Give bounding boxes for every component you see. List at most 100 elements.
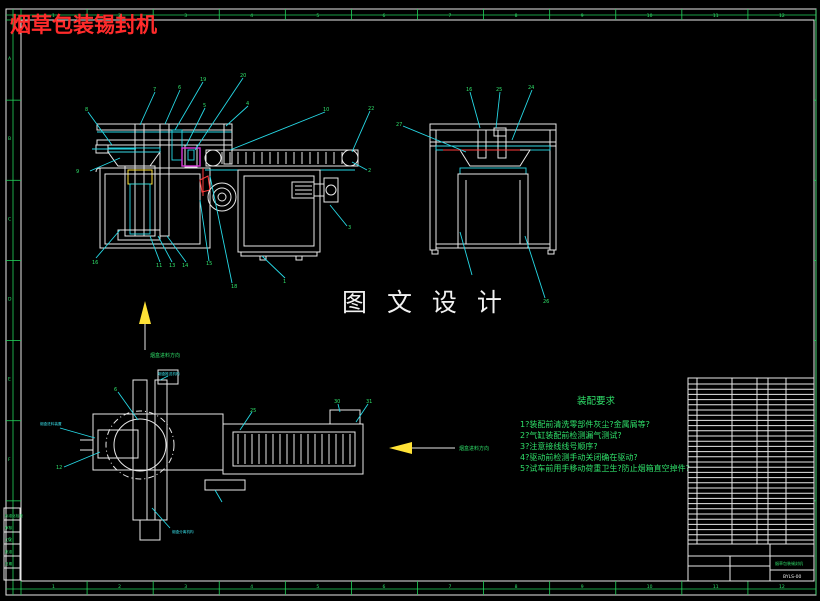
side-view-leaders <box>402 89 546 299</box>
ruler-number-bottom: 10 <box>647 584 653 590</box>
plan-view-leaders <box>59 375 369 529</box>
ruler-number-bottom: 6 <box>382 584 385 590</box>
right-ruler <box>814 19 816 502</box>
assembly-heading: 装配要求 <box>577 395 616 407</box>
balloon-side-3: 27 <box>396 122 402 128</box>
ruler-letter-left: F <box>8 457 11 463</box>
approval-label-1: 审核 <box>5 525 13 530</box>
parts-list <box>687 377 815 545</box>
balloon-front-7: 10 <box>323 107 329 113</box>
side-view <box>429 123 557 255</box>
left-ruler <box>6 19 21 502</box>
balloon-plan-4: 31 <box>366 399 372 405</box>
balloon-front-12: 16 <box>92 260 98 266</box>
ruler-letter-left: A <box>8 56 12 62</box>
balloon-front-18: 1 <box>283 279 286 285</box>
approval-label-0: 标准化检查 <box>5 513 23 518</box>
approval-label-3: 批准 <box>5 549 13 554</box>
assembly-item-0: 1?装配前清洗零部件灰尘?金属屑等? <box>520 419 650 429</box>
tag-push-mechanism: 烟盒推送机构 <box>158 371 180 376</box>
ruler-number-top: 2 <box>118 13 121 19</box>
plan-conveyor-slats <box>237 434 351 464</box>
ruler-letter-left: G <box>8 537 12 543</box>
balloon-plan-1: 12 <box>56 465 62 471</box>
assembly-item-2: 3?注意接线线号顺序? <box>520 441 598 451</box>
balloon-front-0: 8 <box>85 107 88 113</box>
balloon-front-5: 5 <box>203 103 206 109</box>
ruler-number-bottom: 11 <box>713 584 719 590</box>
approval-label-2: 工艺 <box>5 537 13 542</box>
title-block: 烟草包装锡封机 BYLS-00 <box>687 543 815 582</box>
ruler-number-top: 12 <box>779 13 785 19</box>
plan-view-balloons: 6 12 25 30 31 <box>56 387 372 471</box>
bottom-ruler <box>20 581 749 595</box>
top-ruler <box>20 9 749 20</box>
balloon-front-1: 7 <box>153 87 156 93</box>
feed-direction-arrow-vertical: 烟盒进料方向 <box>139 301 180 359</box>
ruler-number-bottom: 12 <box>779 584 785 590</box>
ruler-number-top: 3 <box>184 13 187 19</box>
approval-block: 标准化检查 审核 工艺 批准 日期 <box>3 507 23 581</box>
ruler-number-top: 7 <box>449 13 452 19</box>
ruler-letter-left: E <box>8 377 11 383</box>
balloon-plan-2: 25 <box>250 408 256 414</box>
balloon-front-15: 14 <box>182 263 188 269</box>
balloon-front-8: 22 <box>368 106 374 112</box>
balloon-side-2: 24 <box>528 85 534 91</box>
feed-direction-label-horizontal: 烟盒进料方向 <box>459 445 489 452</box>
side-view-balloons: 16 25 24 27 26 <box>396 85 549 305</box>
balloon-front-3: 19 <box>200 77 206 83</box>
ruler-number-top: 1 <box>52 13 55 19</box>
balloon-plan-3: 30 <box>334 399 340 405</box>
balloon-plan-0: 6 <box>114 387 117 393</box>
ruler-number-bottom: 9 <box>581 584 584 590</box>
balloon-side-1: 25 <box>496 87 502 93</box>
ruler-number-bottom: 8 <box>515 584 518 590</box>
ruler-number-top: 8 <box>515 13 518 19</box>
ruler-number-bottom: 3 <box>184 584 187 590</box>
ruler-number-bottom: 2 <box>118 584 121 590</box>
balloon-front-14: 13 <box>169 263 175 269</box>
tag-feed-device: 烟盒进料装置 <box>40 421 62 426</box>
plan-view-tags: 烟盒进料装置 烟盒推送机构 烟盒分离机构 <box>40 371 194 534</box>
ruler-number-bottom: 1 <box>52 584 55 590</box>
balloon-front-4: 20 <box>240 73 246 79</box>
feed-direction-arrow-horizontal: 烟盒进料方向 <box>389 442 489 454</box>
balloon-front-9: 9 <box>76 169 79 175</box>
balloon-front-16: 15 <box>206 261 212 267</box>
title-block-name: 烟草包装锡封机 <box>775 560 803 566</box>
ruler-number-bottom: 5 <box>316 584 319 590</box>
assembly-item-3: 4?驱动前检测手动关闭确在驱动? <box>520 452 638 462</box>
ruler-number-top: 5 <box>316 13 319 19</box>
front-view-leaders <box>87 77 371 284</box>
balloon-front-11: 3 <box>348 225 351 231</box>
assembly-item-4: 5?试车前用手移动荷重卫生?防止烟箱直空掉件? <box>520 463 690 473</box>
balloon-side-4: 26 <box>543 299 549 305</box>
front-view <box>92 123 359 261</box>
ruler-number-top: 4 <box>250 13 253 19</box>
center-caption: 图 文 设 计 <box>342 288 508 317</box>
ruler-number-top: 11 <box>713 13 719 19</box>
front-view-balloons: 8 7 6 19 20 5 4 10 22 9 2 3 16 11 13 14 … <box>76 73 374 290</box>
ruler-number-top: 6 <box>382 13 385 19</box>
assembly-requirements: 装配要求 1?装配前清洗零部件灰尘?金属屑等? 2?气缸装配前检测漏气测试? 3… <box>520 395 690 473</box>
parts-list-rows <box>688 383 814 541</box>
balloon-side-0: 16 <box>466 87 472 93</box>
ruler-number-top: 9 <box>581 13 584 19</box>
ruler-letter-left: D <box>8 297 12 303</box>
ruler-number-top: 10 <box>647 13 653 19</box>
ruler-letter-left: B <box>8 136 11 142</box>
balloon-front-13: 11 <box>156 263 162 269</box>
ruler-number-bottom: 4 <box>250 584 253 590</box>
assembly-item-1: 2?气缸装配前检测漏气测试? <box>520 430 622 440</box>
tag-separate-mechanism: 烟盒分离机构 <box>172 529 194 534</box>
ruler-number-bottom: 7 <box>449 584 452 590</box>
balloon-front-6: 4 <box>246 101 249 107</box>
balloon-front-10: 2 <box>368 168 371 174</box>
conveyor-slats <box>221 152 343 164</box>
feed-direction-label-vertical: 烟盒进料方向 <box>150 352 180 359</box>
balloon-front-17: 18 <box>231 284 237 290</box>
plan-view <box>80 369 364 541</box>
